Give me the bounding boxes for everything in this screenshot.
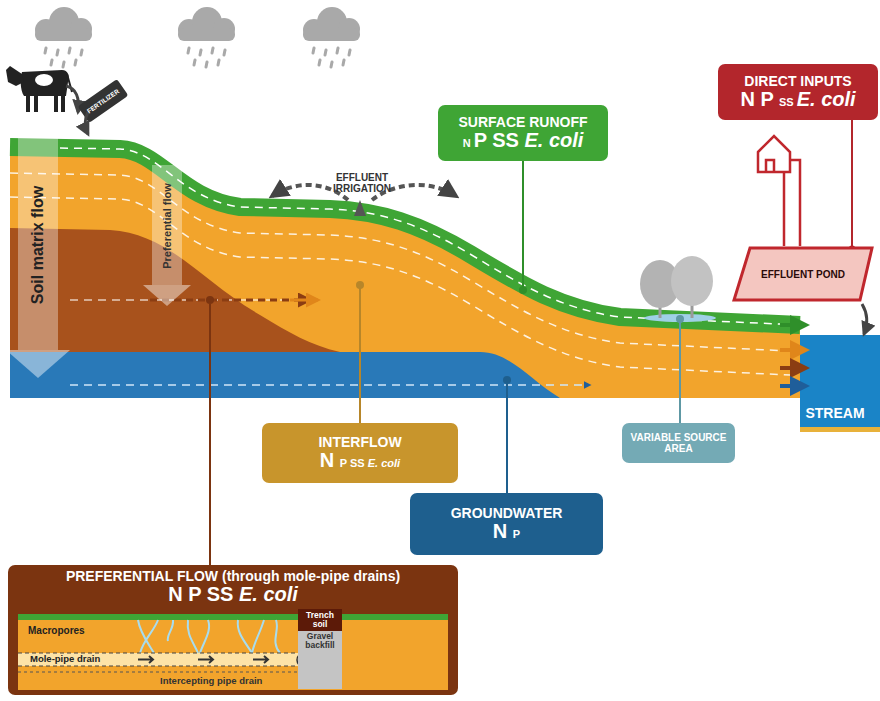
pollutant-symbol: P <box>474 129 493 151</box>
part-label: Preferential flow <box>161 183 173 269</box>
pathway-box: DIRECT INPUTSN P SS E. coli <box>718 64 878 120</box>
callout-box: VARIABLE SOURCE AREA <box>622 423 735 463</box>
pollutant-symbol: P <box>760 88 779 110</box>
node-title: Trench soil <box>301 611 339 630</box>
node-title: PREFERENTIAL FLOW (through mole-pipe dra… <box>66 569 400 584</box>
pathway-box: SURFACE RUNOFFN P SS E. coli <box>438 105 608 161</box>
stream-band: STREAM <box>792 402 878 425</box>
leader-lines <box>206 161 684 565</box>
pollutant-symbol: SS <box>350 457 368 469</box>
pollutant-symbol: E. <box>524 129 548 151</box>
node-title: Mole-pipe drain <box>30 654 100 664</box>
node-title: INTERFLOW <box>318 435 401 450</box>
pollutant-symbol: SS <box>492 129 524 151</box>
part-label: Intercepting pipe drain <box>160 676 262 686</box>
pollutant-symbol: N <box>168 583 188 605</box>
pathway-box: GROUNDWATERN P <box>410 493 603 555</box>
pollutant-symbol: N <box>463 137 474 149</box>
node-title: Gravel backfill <box>301 632 339 651</box>
pollutant-list: N P SS E. coli <box>320 450 400 471</box>
pollutant-symbol: E. <box>239 583 263 605</box>
pathway-box: INTERFLOWN P SS E. coli <box>262 423 458 483</box>
pollutant-symbol: E. <box>797 88 821 110</box>
trench-soil: Trench soil <box>298 609 342 631</box>
pollutant-symbol: P <box>513 528 520 540</box>
pollutant-symbol: N <box>740 88 760 110</box>
node-title: VARIABLE SOURCE AREA <box>625 432 732 454</box>
pollutant-symbol: E. <box>368 457 381 469</box>
pollutant-list: N P SS E. coli <box>463 130 584 151</box>
connector-line <box>851 120 853 249</box>
pollutant-symbol: N <box>320 449 340 471</box>
pollutant-symbol: coli <box>381 457 400 469</box>
part-label: Macropores <box>28 625 85 636</box>
pollutant-list: N P <box>493 521 520 542</box>
node-title: GROUNDWATER <box>451 506 563 521</box>
pollutant-symbol: coli <box>549 129 583 151</box>
node-title: EFFLUENT POND <box>761 269 845 280</box>
node-title: DIRECT INPUTS <box>744 74 851 89</box>
mole-pipe-drain: Mole-pipe drain <box>18 653 298 666</box>
pollutant-symbol: coli <box>263 583 297 605</box>
part-label: EFFLUENT IRRIGATION <box>314 172 410 194</box>
pollutant-list: N P SS E. coli <box>168 584 298 605</box>
part-label: Soil matrix flow <box>29 186 47 304</box>
pollutant-symbol: SS <box>779 96 797 108</box>
gravel-backfill: Gravel backfill <box>298 631 342 689</box>
pollutant-list: N P SS E. coli <box>740 89 855 110</box>
pollutant-symbol: P <box>340 457 350 469</box>
node-title: SURFACE RUNOFF <box>458 115 587 130</box>
node-title: STREAM <box>805 406 864 421</box>
pollutant-symbol: coli <box>821 88 855 110</box>
pollutant-symbol: SS <box>207 583 239 605</box>
pollutant-symbol: P <box>188 583 207 605</box>
effluent-pond: EFFLUENT POND <box>732 246 874 302</box>
leader-connector <box>849 120 856 253</box>
pollutant-symbol: N <box>493 520 513 542</box>
